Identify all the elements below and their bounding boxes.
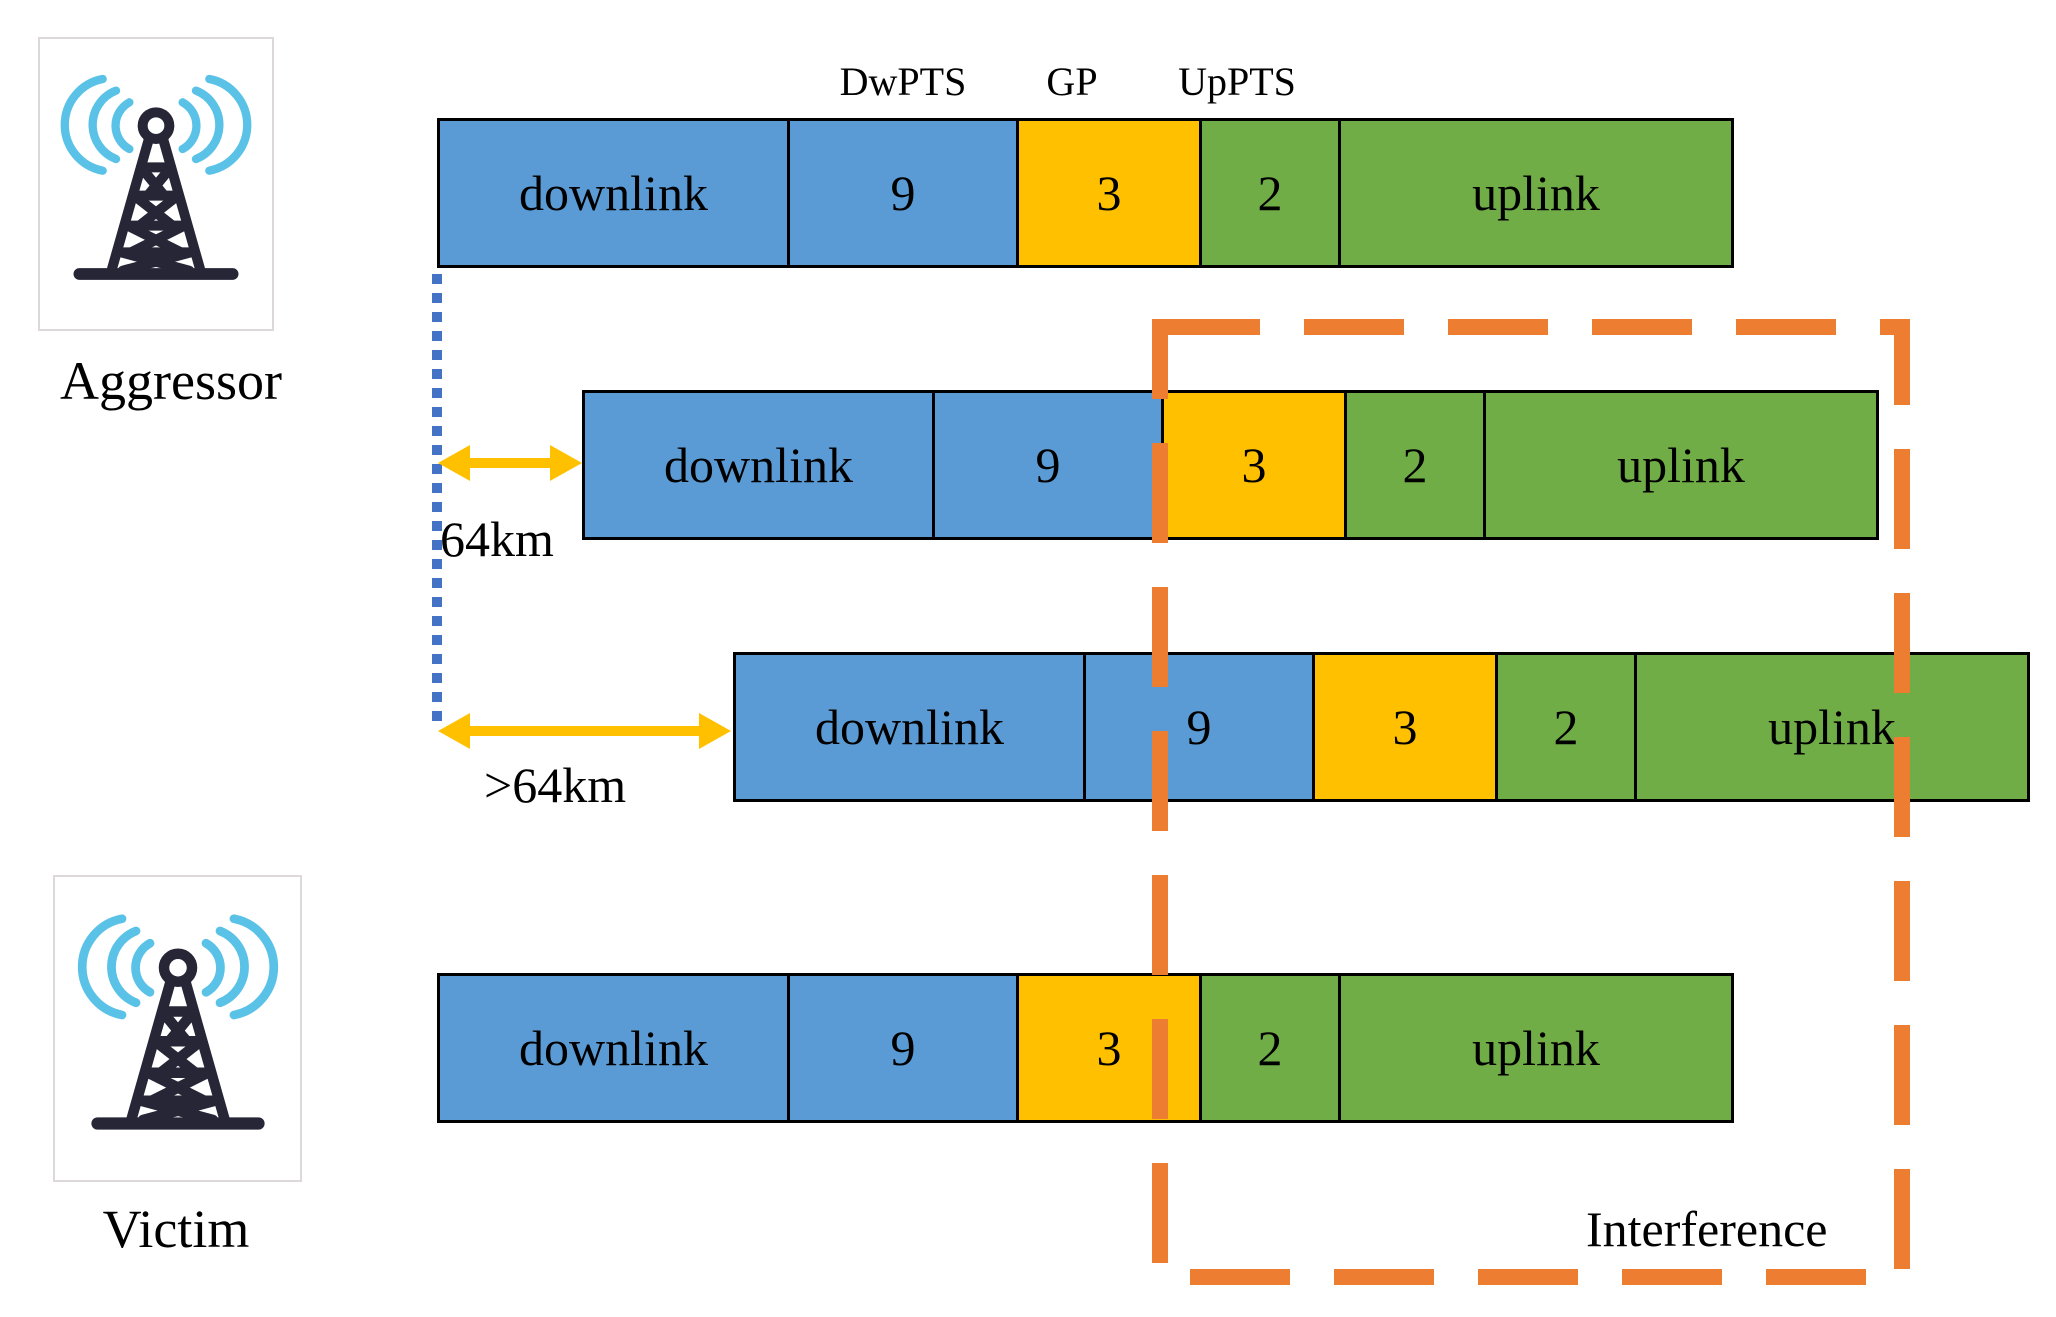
radio-tower-icon	[77, 913, 278, 1130]
delay-arrow-over-64km	[438, 713, 731, 749]
dwpts-header-label: DwPTS	[839, 59, 967, 104]
distance-label-64km: 64km	[440, 511, 554, 567]
interference-label: Interference	[1586, 1201, 1828, 1257]
segment-dwpts: 9	[790, 976, 1019, 1120]
gp-header-label: GP	[1046, 59, 1098, 104]
segment-uppts: 2	[1202, 121, 1341, 265]
segment-dwpts: 9	[935, 393, 1164, 537]
segment-dwpts: 9	[1086, 655, 1315, 799]
segment-uppts: 2	[1347, 393, 1486, 537]
segment-gp: 3	[1164, 393, 1347, 537]
delay-arrow-64km	[438, 445, 582, 481]
aggressor-frame-row-delayed-64km: downlink 9 3 2 uplink	[582, 390, 1879, 540]
segment-uppts: 2	[1202, 976, 1341, 1120]
segment-uplink: uplink	[1341, 121, 1731, 265]
segment-downlink: downlink	[585, 393, 935, 537]
aggressor-label: Aggressor	[60, 351, 282, 411]
segment-gp: 3	[1019, 121, 1202, 265]
uppts-header-label: UpPTS	[1178, 59, 1296, 104]
victim-station-card	[53, 875, 302, 1182]
segment-gp: 3	[1019, 976, 1202, 1120]
segment-uplink: uplink	[1486, 393, 1876, 537]
segment-downlink: downlink	[440, 976, 790, 1120]
radio-tower-icon	[60, 74, 252, 280]
segment-uppts: 2	[1498, 655, 1637, 799]
segment-uplink: uplink	[1341, 976, 1731, 1120]
aggressor-station-card	[38, 37, 274, 331]
victim-label: Victim	[102, 1199, 250, 1259]
segment-uplink: uplink	[1637, 655, 2027, 799]
segment-gp: 3	[1315, 655, 1498, 799]
aggressor-frame-row: downlink 9 3 2 uplink	[437, 118, 1734, 268]
segment-downlink: downlink	[736, 655, 1086, 799]
segment-downlink: downlink	[440, 121, 790, 265]
aggressor-frame-row-delayed-over-64km: downlink 9 3 2 uplink	[733, 652, 2030, 802]
victim-frame-row: downlink 9 3 2 uplink	[437, 973, 1734, 1123]
distance-label-over-64km: >64km	[484, 757, 627, 813]
segment-dwpts: 9	[790, 121, 1019, 265]
